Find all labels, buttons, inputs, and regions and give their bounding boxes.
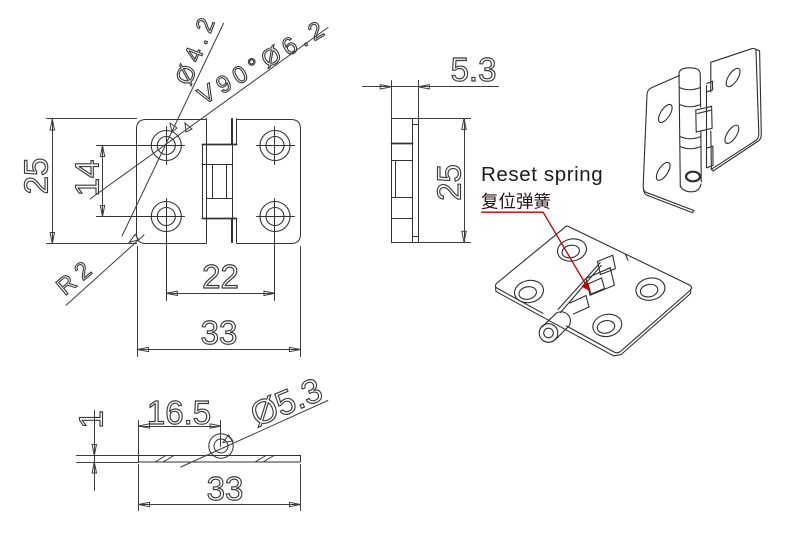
svg-text:25: 25 <box>431 164 468 201</box>
svg-text:14: 14 <box>69 160 106 197</box>
svg-text:R2: R2 <box>51 253 102 302</box>
svg-text:33: 33 <box>201 314 238 351</box>
svg-text:Reset spring: Reset spring <box>481 163 603 186</box>
svg-text:1: 1 <box>73 410 110 428</box>
svg-text:25: 25 <box>18 158 55 195</box>
svg-text:22: 22 <box>202 258 239 295</box>
svg-text:Ø5.3: Ø5.3 <box>245 371 328 434</box>
svg-text:5.3: 5.3 <box>451 51 497 88</box>
svg-text:16.5: 16.5 <box>147 394 211 431</box>
svg-text:复位弹簧: 复位弹簧 <box>481 192 551 212</box>
svg-text:33: 33 <box>207 470 244 507</box>
